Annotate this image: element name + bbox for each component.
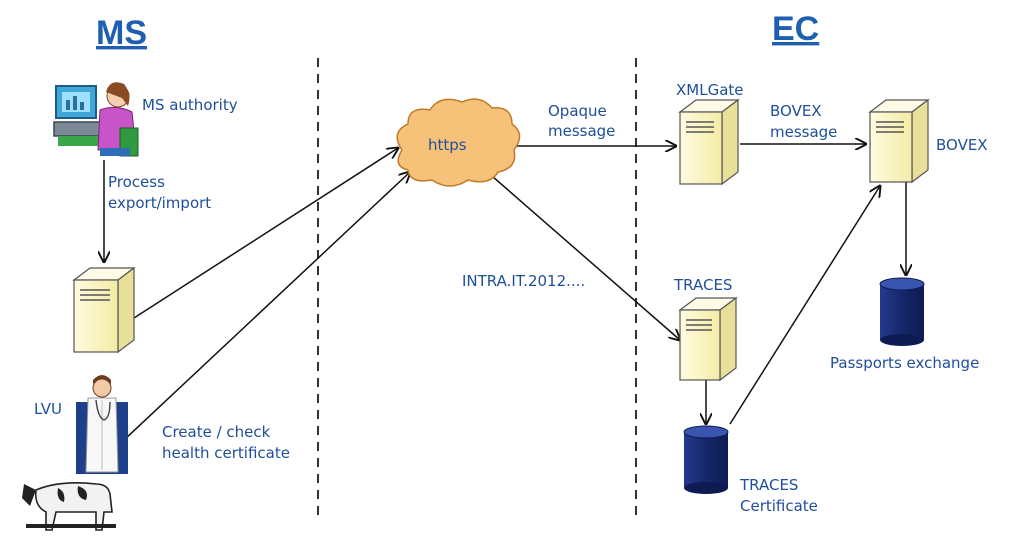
cloud-icon [396,98,521,187]
arrow-cloud-to-traces [491,175,680,340]
traces-certificate-database-icon [683,425,729,494]
flow-arrows [104,144,906,441]
bovex-server-icon [868,98,930,184]
passports-database-icon [879,277,925,346]
cow-icon [22,482,116,531]
label-traces: TRACES [673,276,732,294]
label-process-line2: export/import [108,194,211,212]
label-opaque-line1: Opaque [548,102,607,120]
label-https: https [428,136,467,154]
label-bovex-msg-line2: message [770,123,837,141]
doctor-icon [76,375,128,474]
label-process-line1: Process [108,173,165,191]
label-traces-cert-line1: TRACES [739,476,798,494]
ms-server-icon [72,266,136,354]
label-traces-cert-line2: Certificate [740,497,818,515]
label-create-line1: Create / check [162,423,271,441]
header-ms: MS [96,14,147,52]
label-ms-authority: MS authority [142,96,238,114]
traces-server-icon [678,296,738,382]
arrow-lvu-to-cloud [123,172,410,441]
label-passports: Passports exchange [830,354,979,372]
label-opaque-line2: message [548,122,615,140]
header-ec: EC [772,10,819,48]
xmlgate-server-icon [678,98,740,186]
arrow-cert-to-bovex [729,186,880,425]
label-bovex-msg-line1: BOVEX [770,102,822,120]
person-at-computer-icon [53,82,139,157]
label-create-line2: health certificate [162,444,290,462]
label-xmlgate: XMLGate [676,81,744,99]
label-intra: INTRA.IT.2012.... [462,272,585,290]
arrow-ms-server-to-cloud [133,148,398,319]
label-bovex: BOVEX [936,136,988,154]
label-lvu: LVU [34,400,62,418]
